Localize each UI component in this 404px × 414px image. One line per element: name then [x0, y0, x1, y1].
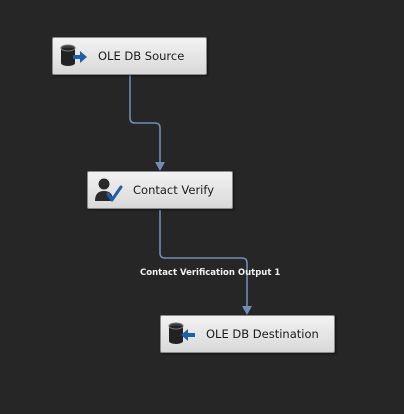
component-label: Contact Verify: [133, 183, 215, 197]
path-arrowhead-to-destination: [242, 306, 252, 315]
user-verify-icon: [92, 174, 124, 206]
database-source-icon: [57, 40, 89, 72]
path-label-contact-verification-output[interactable]: Contact Verification Output 1: [140, 268, 281, 278]
component-label: OLE DB Source: [98, 49, 185, 63]
path-source-to-verify: [129, 75, 161, 163]
component-label: OLE DB Destination: [206, 327, 319, 341]
path-arrowhead-to-verify: [155, 162, 165, 171]
contact-verify-component[interactable]: Contact Verify: [87, 171, 233, 209]
ole-db-source-component[interactable]: OLE DB Source: [52, 37, 207, 75]
database-destination-icon: [165, 318, 197, 350]
path-verify-to-destination: [159, 210, 248, 307]
ole-db-destination-component[interactable]: OLE DB Destination: [160, 315, 335, 353]
